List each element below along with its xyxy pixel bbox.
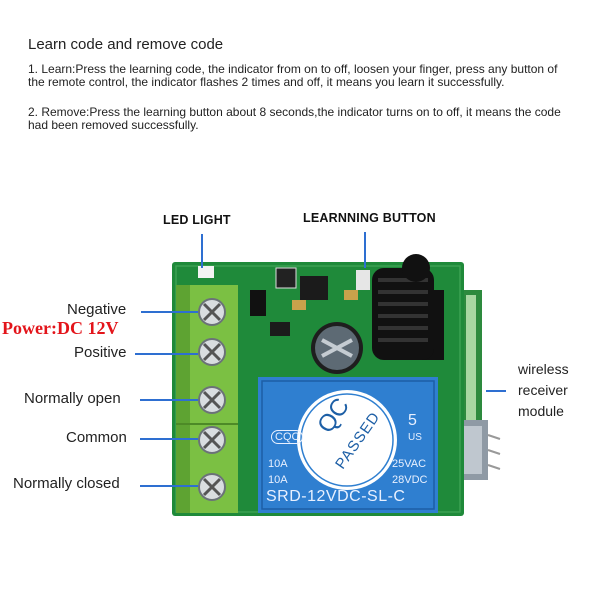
negative-label: Negative bbox=[67, 301, 127, 318]
led-light-label: LED LIGHT bbox=[163, 213, 231, 227]
instruction-remove: 2. Remove:Press the learning button abou… bbox=[28, 105, 561, 132]
wireless-pointer-line bbox=[486, 390, 506, 392]
normally-closed-pointer-line bbox=[140, 485, 198, 487]
relay-brand-text: CQC bbox=[271, 430, 304, 444]
led bbox=[198, 266, 214, 278]
relay-rating2-left: 10A bbox=[268, 474, 288, 486]
relay-number: 5 bbox=[408, 412, 417, 429]
wireless-label-line2: receiver bbox=[518, 382, 568, 398]
learning-button-pointer-line bbox=[364, 232, 366, 268]
relay-rating2-right: 28VDC bbox=[392, 474, 428, 486]
learning-button-label: LEARNNING BUTTON bbox=[303, 211, 436, 225]
positive-pointer-line bbox=[135, 353, 198, 355]
relay-rating1-right: 25VAC bbox=[392, 458, 427, 470]
wireless-label-line1: wireless bbox=[518, 361, 569, 377]
common-pointer-line bbox=[140, 438, 198, 440]
relay-model: SRD-12VDC-SL-C bbox=[266, 488, 406, 505]
antenna-coil bbox=[372, 254, 434, 360]
normally-open-label: Normally open bbox=[24, 390, 121, 407]
normally-closed-label: Normally closed bbox=[13, 475, 120, 492]
common-label: Common bbox=[66, 429, 127, 446]
wireless-receiver-module-label: wireless receiver module bbox=[518, 359, 569, 422]
page-title: Learn code and remove code bbox=[28, 36, 224, 53]
relay-country: US bbox=[408, 432, 422, 443]
positive-label: Positive bbox=[74, 344, 127, 361]
power-label: Power:DC 12V bbox=[2, 318, 119, 338]
negative-pointer-line bbox=[141, 311, 198, 313]
capacitor bbox=[311, 322, 363, 374]
led-pointer-line bbox=[201, 234, 203, 268]
wireless-label-line3: module bbox=[518, 403, 564, 419]
instruction-learn: 1. Learn:Press the learning code, the in… bbox=[28, 62, 558, 89]
normally-open-pointer-line bbox=[140, 399, 198, 401]
relay-rating1-left: 10A bbox=[268, 458, 288, 470]
